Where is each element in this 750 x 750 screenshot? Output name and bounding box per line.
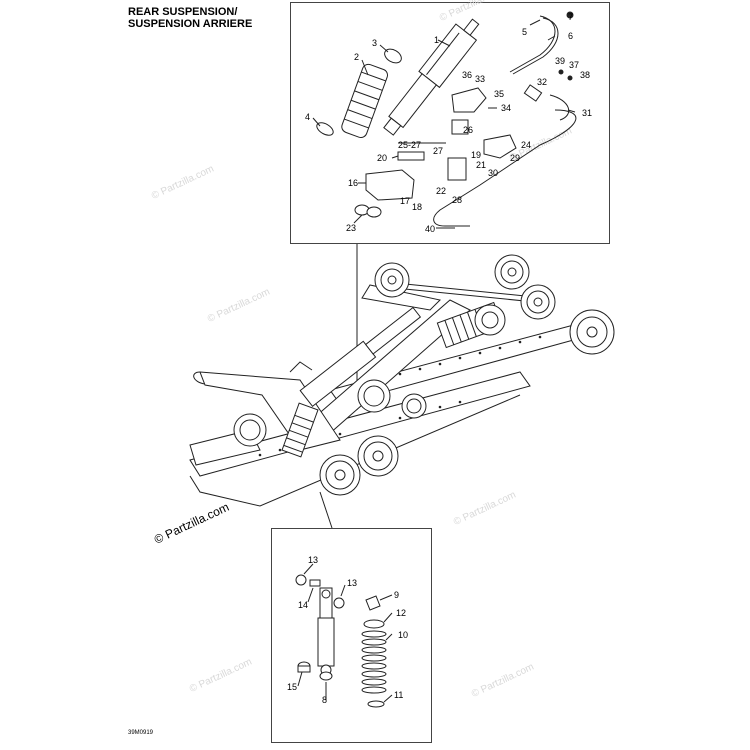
callout-19: 19 <box>471 150 481 160</box>
callout-4: 4 <box>305 112 310 122</box>
cap-part <box>384 48 402 64</box>
callout-32: 32 <box>537 77 547 87</box>
wheel-bottom-1 <box>357 435 399 477</box>
bottom-inset-frame <box>271 528 432 743</box>
bracket-part <box>451 87 487 113</box>
diagram-title: REAR SUSPENSION/ SUSPENSION ARRIERE <box>128 6 252 30</box>
callout-17: 17 <box>400 196 410 206</box>
callout-28: 28 <box>452 195 462 205</box>
callout-7: 7 <box>568 12 573 22</box>
callout-6: 6 <box>568 31 573 41</box>
clamp-part <box>316 122 334 136</box>
top-callouts: 1 2 3 4 5 6 7 16 17 18 19 20 21 22 23 24… <box>305 12 592 234</box>
callout-34: 34 <box>501 103 511 113</box>
callout-13a: 13 <box>308 555 318 565</box>
callout-9: 9 <box>394 590 399 600</box>
callout-33: 33 <box>475 74 485 84</box>
callout-16: 16 <box>348 178 358 188</box>
shock-absorber-part <box>383 18 480 136</box>
wheel-top-mid <box>494 254 530 290</box>
callout-26: 26 <box>463 125 473 135</box>
title-line-1: REAR SUSPENSION/ <box>128 6 238 18</box>
callout-14: 14 <box>298 600 308 610</box>
wheel-top-right <box>520 284 556 320</box>
callout-31: 31 <box>582 108 592 118</box>
callout-11: 11 <box>394 690 403 700</box>
line-31 <box>433 109 577 227</box>
callout-2: 2 <box>354 52 359 62</box>
callout-21: 21 <box>476 160 486 170</box>
callout-15: 15 <box>287 682 297 692</box>
compressor-part <box>365 169 415 201</box>
title-line-2: SUSPENSION ARRIERE <box>128 18 253 30</box>
connector-bottom <box>319 491 333 529</box>
bushing-part <box>295 574 307 586</box>
callout-22: 22 <box>436 186 446 196</box>
callout-37: 37 <box>569 60 579 70</box>
wheel-top-left <box>374 262 410 298</box>
document-id: 39M0919 <box>128 730 154 736</box>
wheel-bottom-2 <box>319 454 361 496</box>
hose-part <box>509 15 556 73</box>
wheel-mid-rail-2 <box>401 393 427 419</box>
coil-spring-part <box>361 630 387 694</box>
callout-36: 36 <box>462 70 472 80</box>
callout-1: 1 <box>434 35 439 45</box>
callout-27: 27 <box>433 146 443 156</box>
spring-seat-part <box>365 595 381 611</box>
callout-39: 39 <box>555 56 565 66</box>
callout-13b: 13 <box>347 578 357 588</box>
bottom-callouts: 8 9 10 11 12 13 13 14 15 <box>287 555 408 705</box>
callout-3: 3 <box>372 38 377 48</box>
callout-5: 5 <box>522 27 527 37</box>
wheel-mid-rail <box>357 379 391 413</box>
callout-23: 23 <box>346 223 356 233</box>
callout-10: 10 <box>398 630 408 640</box>
callout-12: 12 <box>396 608 406 618</box>
front-shock-assembly <box>281 402 319 458</box>
wheel-right-end <box>569 309 615 355</box>
callout-20: 20 <box>377 153 387 163</box>
callout-35: 35 <box>494 89 504 99</box>
bellows-part <box>341 63 388 139</box>
block-part <box>483 134 517 159</box>
callout-25-27: 25-27 <box>398 140 421 150</box>
rear-shock-part <box>317 587 335 676</box>
wheel-front-left <box>233 413 267 447</box>
callout-38: 38 <box>580 70 590 80</box>
callout-40: 40 <box>425 224 435 234</box>
callout-24: 24 <box>521 140 531 150</box>
callout-18: 18 <box>412 202 422 212</box>
callout-30: 30 <box>488 168 498 178</box>
callout-8: 8 <box>322 695 327 705</box>
callout-29: 29 <box>510 153 520 163</box>
